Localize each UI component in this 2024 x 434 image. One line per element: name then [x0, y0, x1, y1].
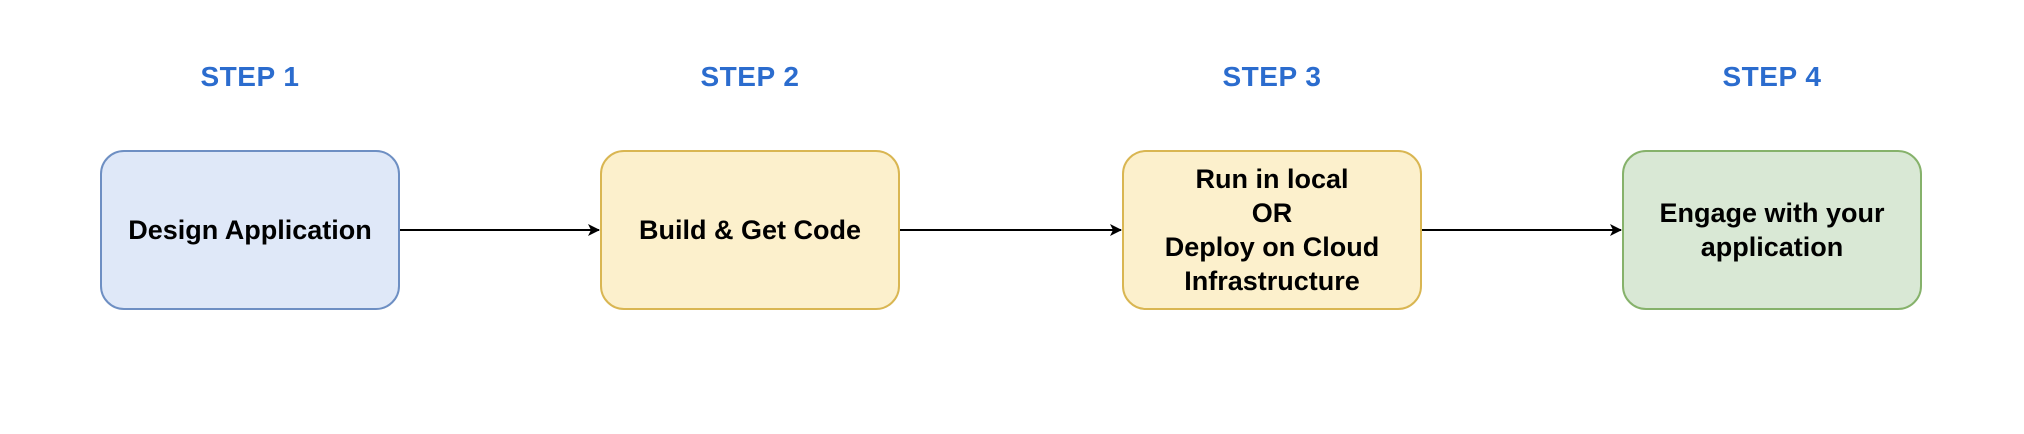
step-2-label: STEP 2 — [700, 61, 800, 92]
step-3-label: STEP 3 — [1222, 61, 1322, 92]
engage-application-box: Engage with your application — [1622, 150, 1922, 310]
build-get-code-box: Build & Get Code — [600, 150, 900, 310]
step-1-label: STEP 1 — [200, 61, 300, 92]
run-or-deploy-box: Run in local OR Deploy on Cloud Infrastr… — [1122, 150, 1422, 310]
step-4-label: STEP 4 — [1722, 61, 1822, 92]
design-application-box: Design Application — [100, 150, 400, 310]
